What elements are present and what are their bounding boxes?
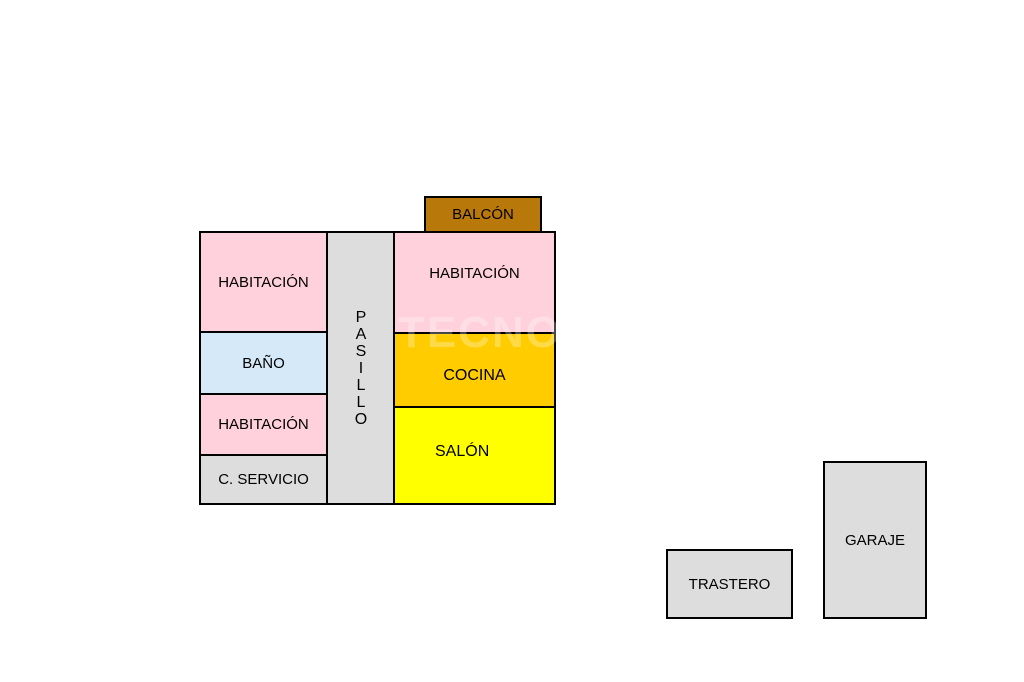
room-label: TRASTERO <box>688 575 771 593</box>
room-label: SALÓN <box>435 442 490 460</box>
room-cocina: COCINA <box>393 332 556 408</box>
room-habitacion-1: HABITACIÓN <box>199 231 328 333</box>
room-label: HABITACIÓN <box>429 265 520 282</box>
room-label: GARAJE <box>844 531 905 549</box>
room-label: HABITACIÓN <box>218 273 309 291</box>
room-trastero: TRASTERO <box>666 549 793 619</box>
room-label: BAÑO <box>242 354 285 372</box>
room-habitacion-2: HABITACIÓN <box>199 393 328 456</box>
room-balcon: BALCÓN <box>424 196 542 233</box>
room-label: BALCÓN <box>452 206 514 223</box>
room-salon: SALÓN <box>393 406 556 505</box>
room-label: C. SERVICIO <box>218 471 309 488</box>
room-label: HABITACIÓN <box>218 416 309 433</box>
room-garaje: GARAJE <box>823 461 927 619</box>
room-bano: BAÑO <box>199 331 328 395</box>
room-pasillo: PASILLO <box>326 231 395 505</box>
room-label: COCINA <box>443 367 506 384</box>
room-label: PASILLO <box>352 308 370 428</box>
room-c-servicio: C. SERVICIO <box>199 454 328 505</box>
room-habitacion-3: HABITACIÓN <box>393 231 556 334</box>
